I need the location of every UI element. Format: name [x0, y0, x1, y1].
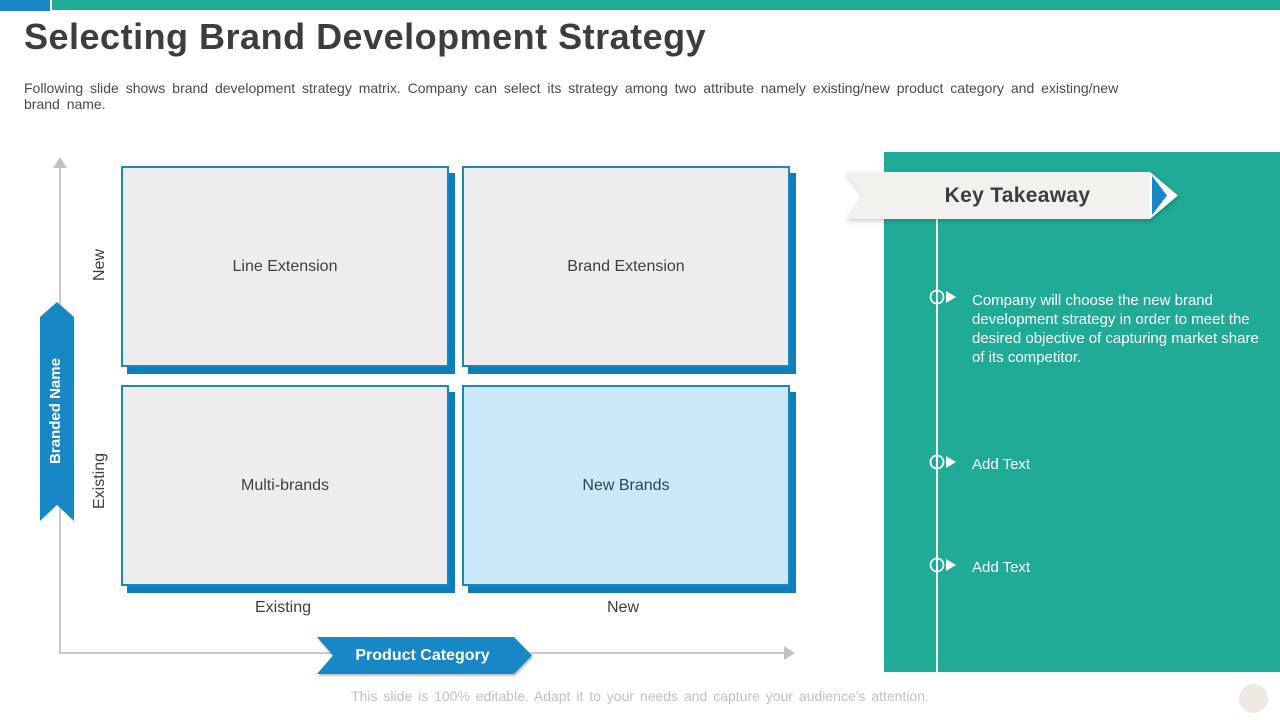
slide-subtitle: Following slide shows brand development …	[24, 80, 1119, 112]
y-axis-ribbon	[40, 302, 74, 521]
key-takeaway-title: Key Takeaway	[944, 183, 1091, 207]
bullet-marker-icon	[929, 289, 956, 305]
top-accent-bar-teal	[52, 0, 1280, 10]
key-takeaway-banner	[845, 172, 1178, 219]
axis-right-arrow-icon	[784, 646, 795, 660]
corner-decoration	[1239, 684, 1268, 713]
quadrant-line-extension: Line Extension	[121, 166, 449, 367]
y-tick-new: New	[91, 249, 108, 282]
bullet-marker-icon	[929, 557, 956, 573]
y-tick-existing: Existing	[91, 452, 108, 510]
x-axis-title: Product Category	[355, 646, 490, 664]
x-tick-existing: Existing	[254, 599, 312, 616]
y-axis-title: Branded Name	[47, 358, 64, 464]
quadrant-label: Multi-brands	[240, 476, 330, 494]
axis-up-arrow-icon	[53, 157, 67, 168]
top-accent-bar-blue	[0, 0, 50, 11]
page-title: Selecting Brand Development Strategy	[24, 16, 707, 57]
key-takeaway-bullet: Company will choose the new brand develo…	[972, 292, 1259, 366]
x-tick-new: New	[606, 599, 639, 616]
timeline-line	[936, 219, 938, 672]
quadrant-brand-extension: Brand Extension	[462, 166, 790, 367]
arrow-right-icon	[1152, 176, 1167, 215]
quadrant-label: Brand Extension	[567, 257, 685, 275]
add-text-placeholder[interactable]: Add Text	[972, 456, 1031, 473]
bullet-marker-icon	[929, 454, 956, 470]
quadrant-label: Line Extension	[232, 257, 338, 275]
footer-note: This slide is 100% editable. Adapt it to…	[351, 688, 929, 704]
key-takeaway-panel	[884, 152, 1280, 672]
quadrant-multi-brands: Multi-brands	[121, 385, 449, 586]
add-text-placeholder[interactable]: Add Text	[972, 559, 1031, 576]
quadrant-label: New Brands	[582, 476, 670, 494]
x-axis-ribbon	[317, 637, 532, 674]
quadrant-new-brands: New Brands	[462, 385, 790, 586]
